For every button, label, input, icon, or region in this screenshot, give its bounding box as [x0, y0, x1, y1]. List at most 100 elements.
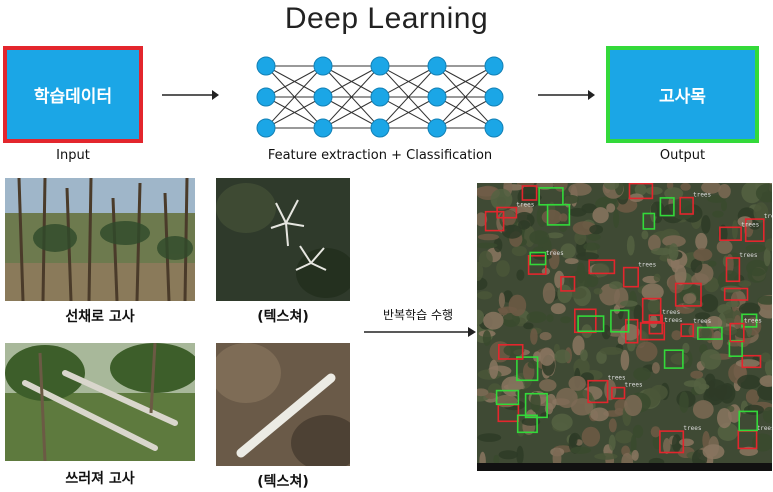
canopy-texture [501, 224, 523, 239]
canopy-texture [600, 346, 623, 355]
canopy-texture [548, 248, 560, 270]
canopy-texture [498, 292, 505, 308]
canopy-texture [725, 301, 739, 308]
canopy-texture [700, 349, 722, 370]
network-edge [265, 96, 324, 129]
canopy-texture [695, 232, 708, 251]
canopy-texture [502, 313, 520, 328]
canopy-texture [529, 230, 550, 245]
detection-result-image: treestreestreestreestreestreestreestrees… [477, 183, 772, 471]
canopy-texture [624, 394, 643, 417]
canopy-texture [745, 389, 760, 404]
canopy-texture [692, 400, 714, 419]
canopy-texture [716, 240, 733, 254]
canopy-texture [634, 183, 647, 196]
canopy-texture [608, 434, 616, 451]
canopy-texture [477, 242, 498, 249]
canopy-texture [557, 284, 573, 304]
canopy-texture [533, 253, 552, 261]
box-label-text: trees [662, 309, 680, 316]
canopy-texture [539, 332, 552, 341]
ground-truth-box [577, 315, 605, 333]
canopy-texture [478, 250, 493, 268]
box-label-text: trees [683, 425, 701, 432]
canopy-texture [490, 188, 513, 211]
canopy-texture [693, 248, 713, 262]
box-label-text: trees [744, 318, 762, 325]
box-label-text: trees [625, 382, 643, 389]
canopy-texture [690, 370, 704, 379]
texture-2-caption: (텍스쳐) [257, 474, 309, 490]
canopy-texture [606, 203, 616, 213]
network-node [484, 118, 504, 138]
canopy-texture [530, 391, 541, 413]
canopy-texture [662, 235, 686, 248]
canopy-texture [493, 238, 503, 253]
canopy-texture [576, 252, 599, 261]
network-node [256, 118, 276, 138]
canopy-texture [544, 402, 554, 415]
canopy-texture [596, 350, 607, 364]
canopy-texture [650, 384, 668, 401]
network-node [370, 87, 390, 107]
canopy-texture [546, 232, 564, 239]
canopy-texture [554, 270, 565, 289]
canopy-texture [734, 315, 742, 329]
canopy-texture [707, 260, 717, 267]
predicted-box [628, 183, 654, 200]
ground-truth-box [738, 410, 759, 432]
canopy-texture [580, 349, 588, 361]
predicted-box [648, 314, 663, 335]
canopy-texture [763, 247, 771, 267]
ground-truth-box [610, 309, 630, 333]
canopy-texture [546, 314, 554, 323]
sample-2-caption: 쓰러져 고사 [65, 471, 135, 487]
canopy-texture [641, 283, 664, 301]
canopy-texture [738, 302, 761, 316]
canopy-texture [477, 388, 489, 397]
predicted-box [741, 354, 762, 369]
canopy-texture [680, 183, 691, 191]
canopy-texture [753, 202, 769, 223]
canopy-texture [633, 304, 643, 323]
canopy-texture [633, 367, 651, 381]
box-label-text: trees [693, 318, 711, 325]
predicted-box [640, 322, 666, 341]
network-node [370, 118, 390, 138]
canopy-texture [648, 234, 661, 252]
canopy-texture [518, 220, 531, 230]
texture-1-caption: (텍스쳐) [257, 309, 309, 325]
canopy-texture [671, 330, 682, 341]
sample-1-caption: 선채로 고사 [65, 309, 135, 325]
predicted-box [679, 196, 694, 215]
network-edge [265, 65, 324, 98]
canopy-texture [735, 359, 760, 368]
ground-truth-box [663, 349, 684, 369]
network-edge [379, 65, 438, 129]
canopy-texture [683, 380, 701, 387]
predicted-box [723, 287, 749, 301]
canopy-texture [737, 374, 761, 390]
canopy-texture [571, 398, 594, 416]
canopy-texture [704, 379, 727, 401]
canopy-texture [632, 424, 644, 439]
predicted-box [641, 297, 662, 323]
canopy-texture [560, 194, 580, 204]
canopy-texture [651, 247, 673, 256]
network-edge [436, 96, 495, 129]
canopy-texture [764, 238, 772, 251]
canopy-texture [699, 327, 712, 342]
ground-truth-box [495, 389, 520, 406]
canopy-texture [701, 183, 721, 194]
predicted-box [588, 259, 616, 275]
ground-truth-box [697, 326, 723, 340]
canopy-texture [568, 183, 592, 196]
canopy-texture [539, 347, 555, 366]
canopy-texture [560, 316, 572, 324]
canopy-texture [635, 341, 658, 362]
canopy-texture [523, 322, 534, 330]
canopy-texture [477, 212, 488, 227]
neural-network [256, 56, 504, 138]
canopy-texture [679, 391, 689, 413]
canopy-texture [747, 267, 767, 283]
